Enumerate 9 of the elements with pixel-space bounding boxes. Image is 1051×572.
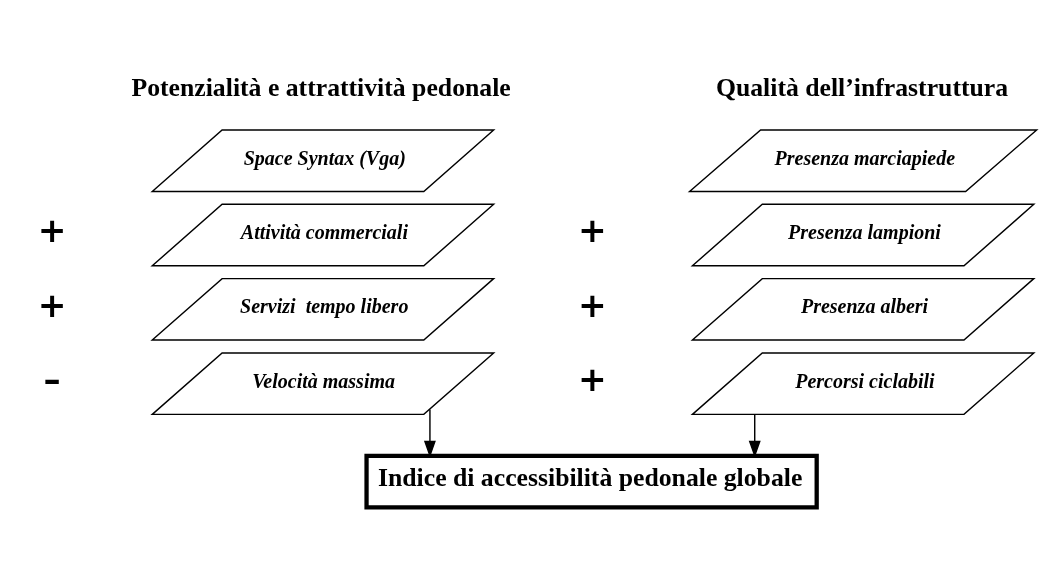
label: Qualità dell’infrastruttura [715,72,1009,102]
node-box: Indice di accessibilità pedonale globale [364,453,819,509]
node-label: + [37,209,67,250]
node-label: – [43,358,61,399]
node-label: + [578,284,607,325]
label: Potenzialità e attrattività pedonale [131,72,511,102]
node-label: + [578,209,607,250]
node-label: + [578,358,607,399]
node-label: + [37,284,67,325]
